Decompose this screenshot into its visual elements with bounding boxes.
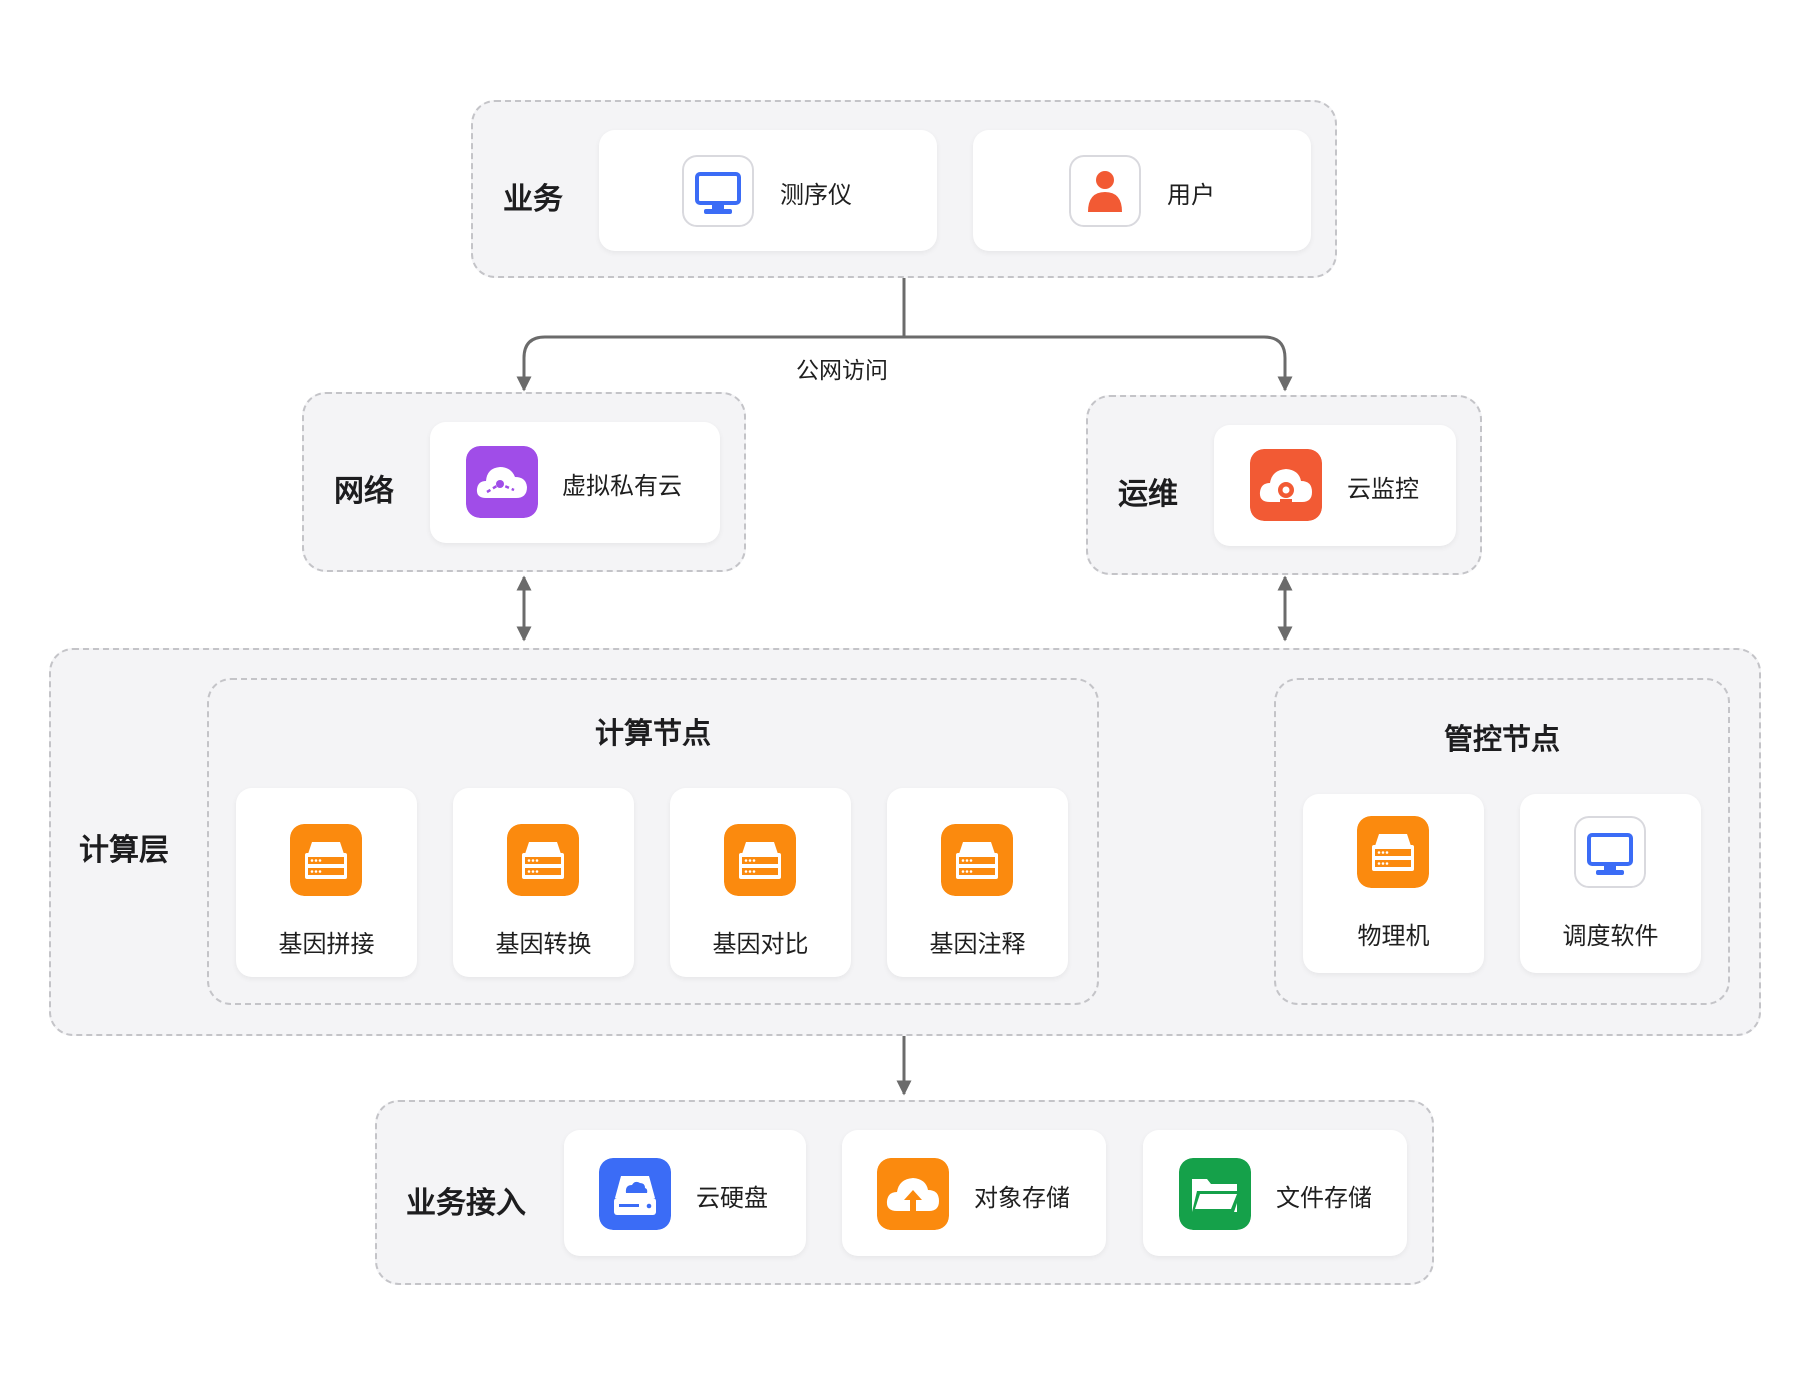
gene-comparison-card[interactable]: 基因对比 (670, 788, 851, 977)
cloud-disk-label: 云硬盘 (696, 1184, 768, 1212)
cloud-camera-icon (1250, 449, 1322, 521)
server-icon (507, 824, 579, 896)
object-storage-card[interactable]: 对象存储 (842, 1130, 1106, 1256)
gene-assembly-label: 基因拼接 (278, 930, 375, 958)
server-icon (941, 824, 1013, 896)
cloud-monitor-card[interactable]: 云监控 (1214, 425, 1456, 546)
server-icon (1357, 816, 1429, 888)
folder-icon (1179, 1158, 1251, 1230)
gene-annotation-card[interactable]: 基因注释 (887, 788, 1068, 977)
monitor-icon (1574, 816, 1646, 888)
ops-group-label: 运维 (1118, 477, 1178, 512)
cloud-upload-icon (877, 1158, 949, 1230)
control-nodes-group: 管控节点 物理机 调度软件 (1274, 678, 1730, 1005)
cloud-monitor-label: 云监控 (1347, 475, 1419, 503)
cloud-network-icon (466, 446, 538, 518)
gene-conversion-label: 基因转换 (495, 930, 592, 958)
sequencer-card[interactable]: 测序仪 (599, 130, 937, 251)
user-label: 用户 (1167, 181, 1215, 209)
business-group-label: 业务 (503, 182, 563, 217)
compute-nodes-title: 计算节点 (594, 716, 711, 750)
scheduler-label: 调度软件 (1562, 922, 1659, 950)
file-storage-label: 文件存储 (1276, 1184, 1372, 1212)
compute-layer-group: 计算层 计算节点 基因拼接 基因转换 基因对比 基因注释 (49, 648, 1761, 1036)
user-icon (1069, 155, 1141, 227)
control-nodes-title: 管控节点 (1443, 722, 1560, 756)
physical-machine-label: 物理机 (1357, 922, 1430, 950)
compute-layer-label: 计算层 (79, 833, 169, 868)
user-card[interactable]: 用户 (973, 130, 1311, 251)
cloud-disk-card[interactable]: 云硬盘 (564, 1130, 806, 1256)
gene-comparison-label: 基因对比 (712, 930, 809, 958)
vpc-label: 虚拟私有云 (562, 472, 682, 500)
network-group-label: 网络 (334, 474, 394, 509)
file-storage-card[interactable]: 文件存储 (1143, 1130, 1407, 1256)
business-group: 业务 测序仪 用户 (471, 100, 1337, 278)
gene-conversion-card[interactable]: 基因转换 (453, 788, 634, 977)
server-icon (290, 824, 362, 896)
server-icon (724, 824, 796, 896)
vpc-card[interactable]: 虚拟私有云 (430, 422, 720, 543)
gene-annotation-label: 基因注释 (929, 930, 1026, 958)
compute-nodes-group: 计算节点 基因拼接 基因转换 基因对比 基因注释 (207, 678, 1099, 1005)
public-access-label: 公网访问 (796, 358, 888, 384)
public-access-connector (516, 278, 1293, 392)
business-access-label: 业务接入 (406, 1186, 526, 1221)
disk-icon (599, 1158, 671, 1230)
sequencer-label: 测序仪 (780, 181, 852, 209)
monitor-icon (682, 155, 754, 227)
network-group: 网络 虚拟私有云 (302, 392, 746, 572)
gene-assembly-card[interactable]: 基因拼接 (236, 788, 417, 977)
physical-machine-card[interactable]: 物理机 (1303, 794, 1484, 973)
scheduler-card[interactable]: 调度软件 (1520, 794, 1701, 973)
ops-group: 运维 云监控 (1086, 395, 1482, 575)
object-storage-label: 对象存储 (974, 1184, 1070, 1212)
business-access-group: 业务接入 云硬盘 对象存储 文件存储 (375, 1100, 1434, 1285)
